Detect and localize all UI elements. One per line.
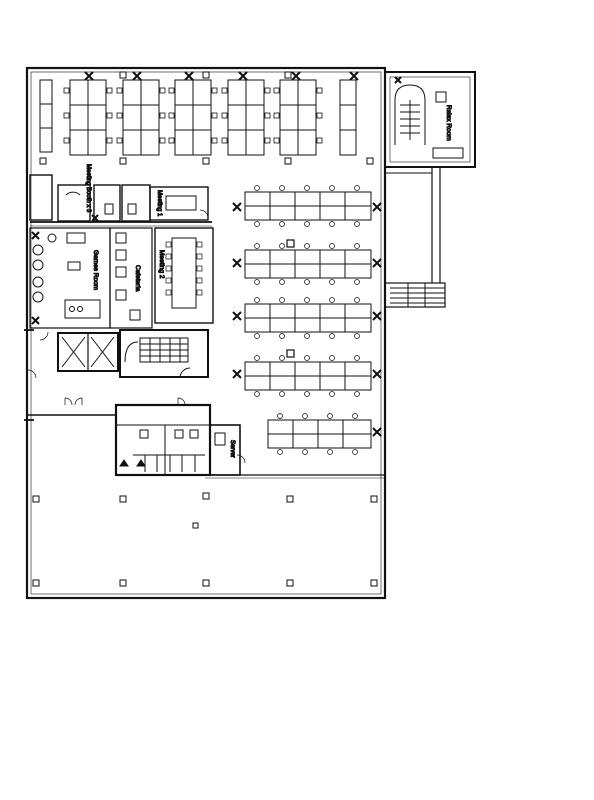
- meeting-booth-label: Meeting Booth x 3: [85, 164, 91, 213]
- server-label: Server: [229, 440, 235, 458]
- relax-room-label: Relax Room: [445, 105, 452, 141]
- doors: [27, 209, 246, 464]
- desk-clusters: [244, 185, 372, 455]
- relax-room: [384, 71, 476, 168]
- games-room-label: Games Room: [92, 250, 99, 290]
- washrooms: [114, 403, 212, 477]
- exterior-walkway: [384, 166, 446, 308]
- fixture-markers: [31, 71, 402, 437]
- meeting-1-label: Meeting 1: [156, 190, 162, 217]
- meeting-2-label: Meeting 2: [158, 250, 165, 279]
- lower-columns: [24, 329, 378, 587]
- cafeteria-label: Cafeteria: [134, 265, 141, 292]
- building-core: [57, 329, 209, 379]
- top-workstations: [39, 71, 374, 165]
- west-rooms: [29, 174, 214, 329]
- server-room: [209, 424, 241, 476]
